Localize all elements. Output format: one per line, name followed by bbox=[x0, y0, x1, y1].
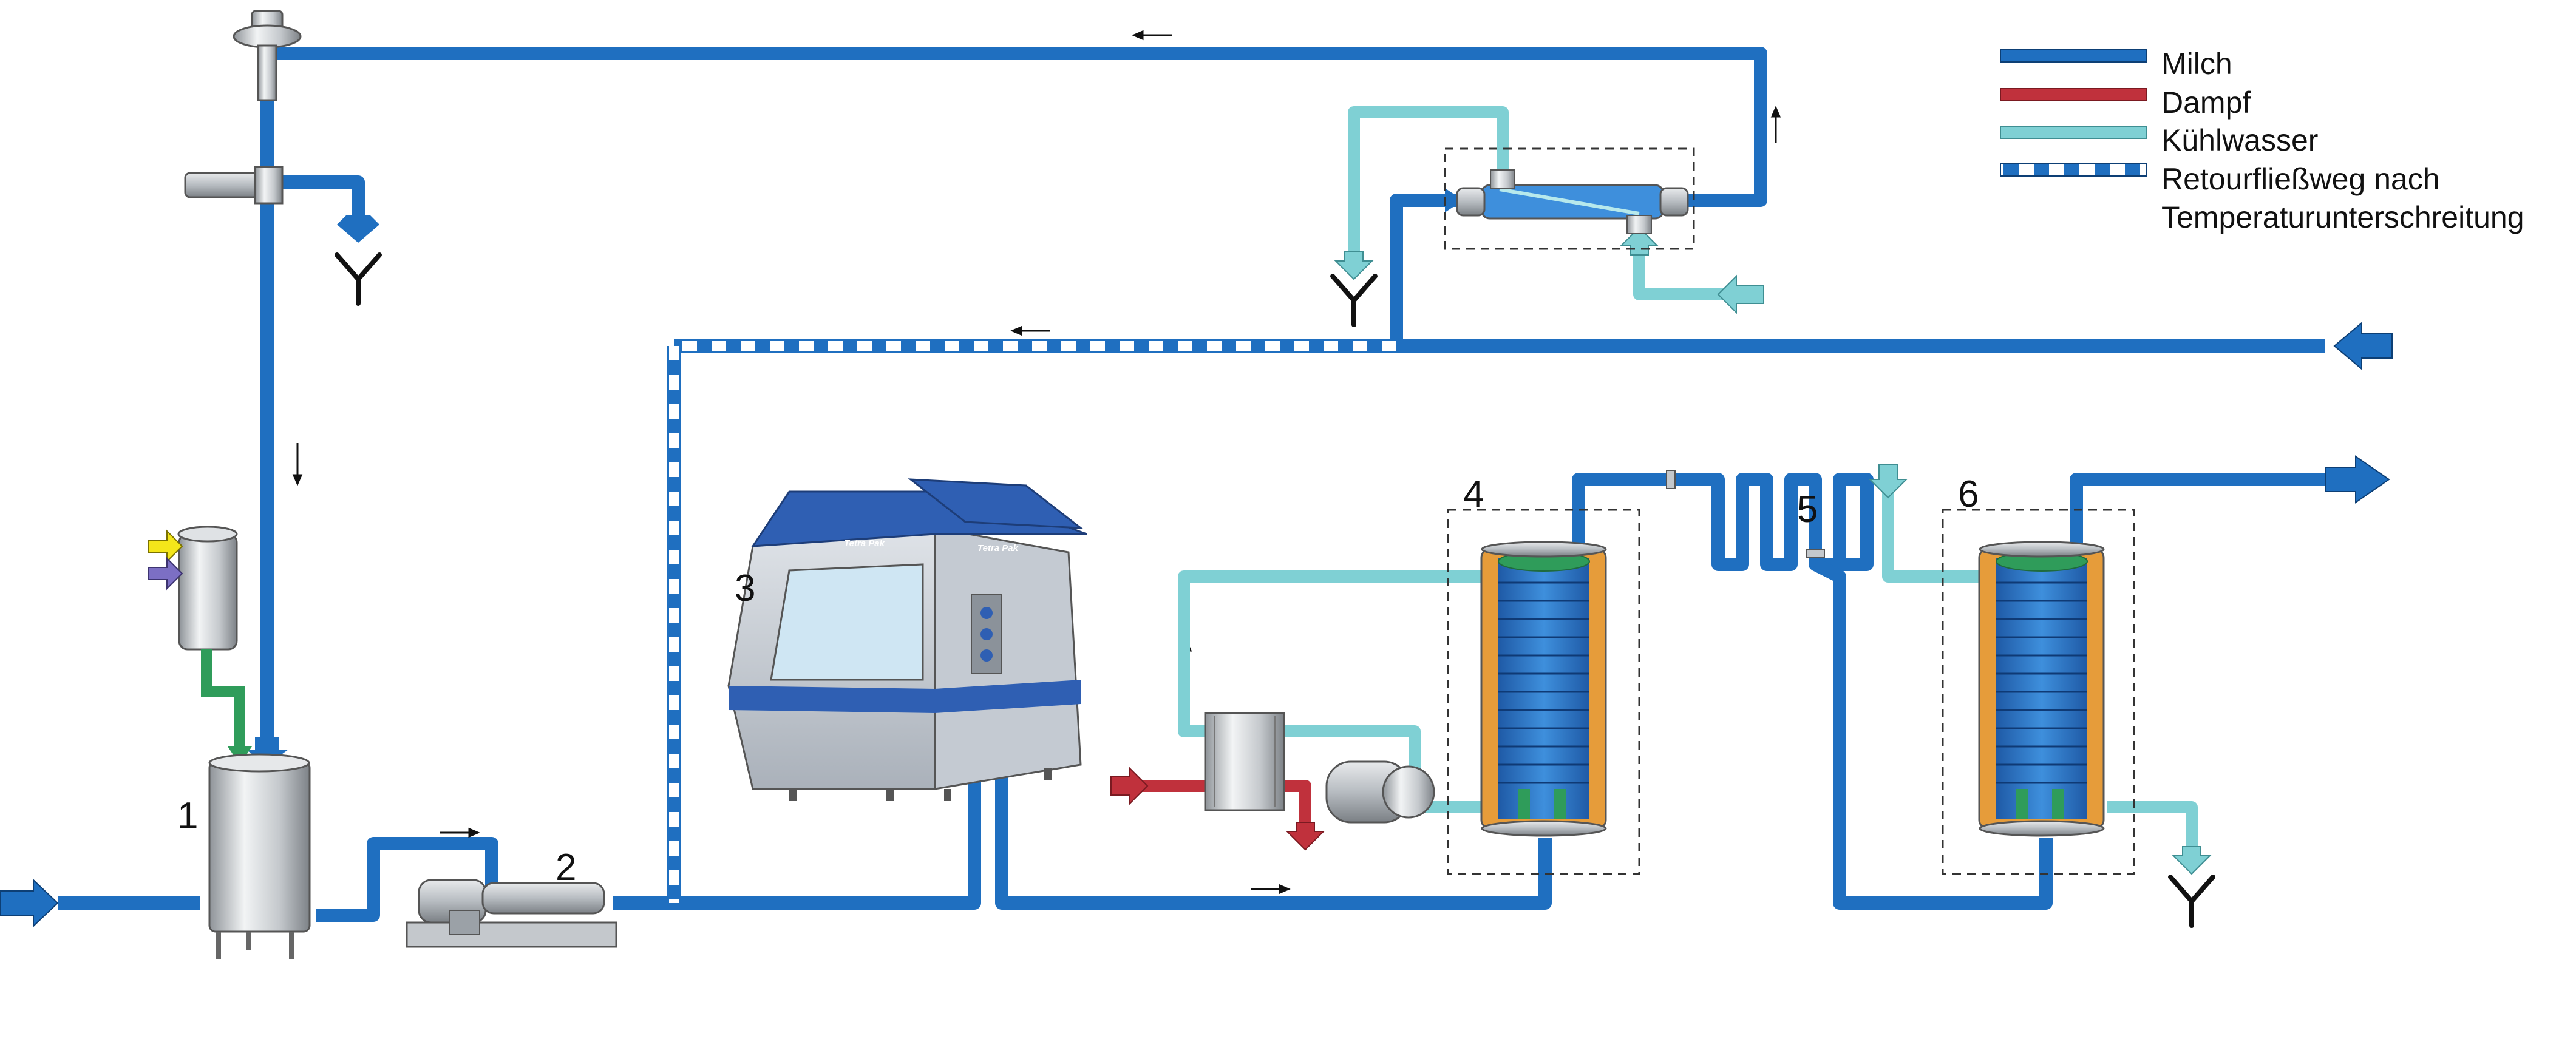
top-valve[interactable] bbox=[233, 10, 302, 101]
product-inlet-pipe bbox=[201, 649, 245, 756]
label-heater: 4 bbox=[1463, 473, 1484, 515]
label-cooler: 6 bbox=[1958, 473, 1979, 515]
legend-steam-label: Dampf bbox=[2161, 86, 2251, 120]
legend-return-label-2: Temperaturunterschreitung bbox=[2161, 200, 2524, 234]
tank-to-pump-pipe bbox=[316, 837, 498, 922]
return-line bbox=[667, 339, 1396, 903]
purple-input-arrow bbox=[148, 557, 183, 591]
cooler-water-in bbox=[1882, 467, 1979, 583]
legend-steam: Dampf bbox=[2000, 86, 2251, 120]
steam-arrows bbox=[1110, 766, 1325, 851]
legend-return-line: Retourfließweg nach Temperaturunterschre… bbox=[2000, 162, 2524, 234]
cooler-in-arrow bbox=[1445, 188, 1463, 212]
legend-cooling-water-label: Kühlwasser bbox=[2161, 123, 2318, 157]
drain-branch-pipe bbox=[279, 175, 365, 218]
tank-in-arrow bbox=[246, 737, 288, 765]
machine-logo-front: Tetra Pak bbox=[844, 538, 885, 549]
feed-pump[interactable] bbox=[406, 879, 617, 948]
water-in-arrow-top bbox=[1868, 464, 1908, 499]
cooler-water-out bbox=[2107, 801, 2198, 850]
outlet-arrow-right bbox=[2325, 455, 2390, 504]
yellow-input-arrow bbox=[148, 529, 183, 563]
cooler-outlet-pipe bbox=[2070, 473, 2325, 546]
machine-logo-side: Tetra Pak bbox=[977, 543, 1019, 553]
balance-tank bbox=[208, 753, 311, 959]
water-down-arrow bbox=[1334, 251, 1374, 280]
water-in-arrow-right bbox=[1717, 274, 1764, 314]
cooler-return-pipe bbox=[267, 47, 1767, 207]
tube-cooler-water-out bbox=[1348, 106, 1509, 255]
steam-out-arrow bbox=[1285, 822, 1325, 851]
milk-arrows bbox=[0, 188, 2393, 928]
legend-cooling-water: Kühlwasser bbox=[2000, 123, 2318, 157]
drain-arrow bbox=[337, 215, 379, 243]
legend-return-label-1: Retourfließweg nach bbox=[2161, 162, 2440, 196]
holding-to-cooler-pipe bbox=[1812, 558, 2053, 910]
side-valve[interactable] bbox=[184, 166, 284, 205]
cooler-vessel bbox=[1942, 509, 2135, 875]
label-balance-tank: 1 bbox=[177, 795, 198, 837]
steam-in-arrow bbox=[1110, 766, 1149, 806]
legend-milk-label: Milch bbox=[2161, 47, 2232, 81]
centrifugal-pump[interactable] bbox=[1325, 760, 1435, 824]
drain-icon-right bbox=[2168, 875, 2215, 928]
legend: Milch Dampf Kühlwasser Retourfließweg na… bbox=[2000, 47, 2524, 234]
homogenizer[interactable]: Tetra Pak Tetra Pak bbox=[727, 478, 1087, 801]
legend-milk: Milch bbox=[2000, 47, 2232, 81]
inlet-arrow-right bbox=[2333, 321, 2393, 371]
label-homogenizer: 3 bbox=[735, 567, 755, 609]
steam-heater-plates bbox=[1204, 712, 1285, 811]
drain-symbols bbox=[335, 252, 2215, 928]
return-inlet-pipe bbox=[1390, 194, 2325, 353]
drain-icon-mid bbox=[1330, 274, 1378, 327]
drain-icon-top-left bbox=[335, 252, 382, 306]
heater-to-holding-pipe bbox=[1572, 473, 1700, 546]
pipe-flanges bbox=[1666, 470, 1825, 558]
tube-heat-exchanger bbox=[1444, 147, 1695, 250]
dosing-vessel bbox=[148, 526, 252, 765]
inlet-arrow-left bbox=[0, 878, 59, 928]
label-holding-tube: 5 bbox=[1797, 489, 1818, 530]
label-feed-pump: 2 bbox=[556, 847, 576, 888]
homogenizer-to-heater-pipe bbox=[995, 680, 1552, 910]
water-out-arrow bbox=[2172, 846, 2212, 875]
holding-tube bbox=[1700, 473, 1874, 571]
heater-vessel bbox=[1447, 509, 1640, 875]
